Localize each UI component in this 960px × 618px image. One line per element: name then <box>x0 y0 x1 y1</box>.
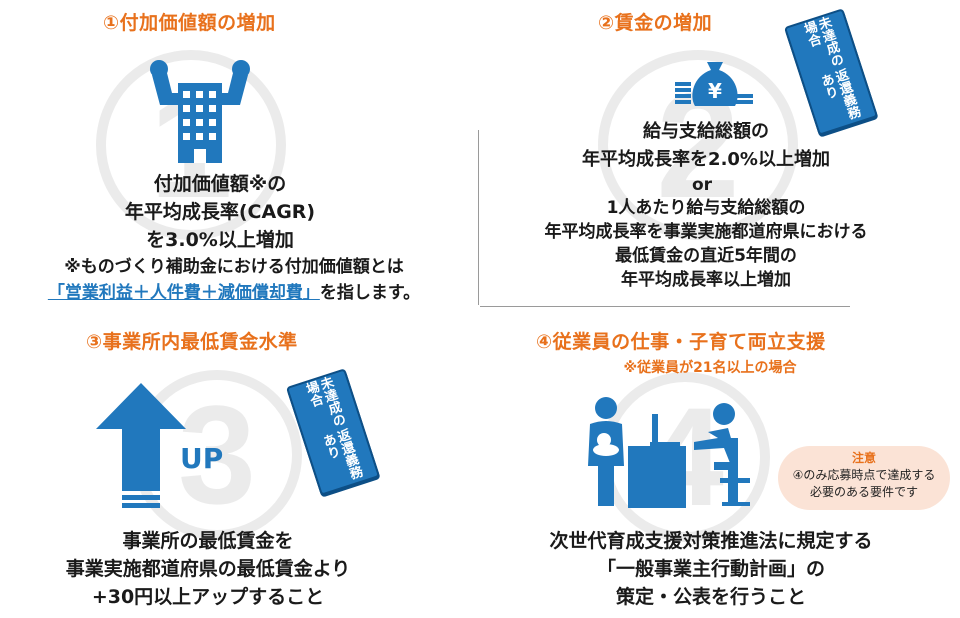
q2-heading: ②賃金の増加 <box>598 12 713 34</box>
q2-or: or <box>691 175 713 195</box>
q4-line-2: 「一般事業主行動計画」の <box>596 558 826 580</box>
horizontal-divider <box>480 306 850 307</box>
q3-line-2: 事業実施都道府県の最低賃金より <box>65 558 351 580</box>
q1-line-3: を3.0%以上増加 <box>146 229 294 251</box>
q1-main-text: 付加価値額※の 年平均成長率(CAGR) を3.0%以上増加 <box>125 170 315 254</box>
q2-line-a2: 年平均成長率を2.0%以上増加 <box>582 149 830 170</box>
q1-line-1: 付加価値額※の <box>153 173 287 195</box>
q2-line-b1: 1人あたり給与支給総額の <box>606 198 806 218</box>
q4-subheading: ※従業員が21名以上の場合 <box>623 360 797 376</box>
q3-line-1: 事業所の最低賃金を <box>122 530 294 552</box>
q1-note-line: ※ものづくり補助金における付加価値額とは <box>64 257 404 277</box>
caution-note: 注意 ④のみ応募時点で達成する 必要のある要件です <box>778 446 950 510</box>
q3-scroll-badge: 未達成の場合 返還義務あり <box>285 368 381 496</box>
up-label: UP <box>180 442 224 475</box>
svg-text:¥: ¥ <box>708 79 722 103</box>
parent-with-baby-icon <box>588 397 624 506</box>
q3-scroll-text-1: 未達成の場合 <box>301 375 347 430</box>
q4-line-1: 次世代育成支援対策推進法に規定する <box>549 530 873 552</box>
q1-line-2: 年平均成長率(CAGR) <box>124 201 316 223</box>
q1-heading: ①付加価値額の増加 <box>103 12 276 34</box>
q2-line-b2: 年平均成長率を事業実施都道府県における <box>544 222 868 242</box>
q3-heading: ③事業所内最低賃金水準 <box>86 331 298 353</box>
caution-note-line-2: 必要のある要件です <box>809 485 918 499</box>
worker-at-desk-icon <box>628 403 750 508</box>
q4-heading: ④従業員の仕事・子育て両立支援 <box>536 331 826 353</box>
q4-main-text: 次世代育成支援対策推進法に規定する 「一般事業主行動計画」の 策定・公表を行うこ… <box>549 527 872 611</box>
q1-note-definition: 「営業利益＋人件費＋減価償却費」を指します。 <box>48 280 420 306</box>
caution-note-title: 注意 <box>851 451 876 465</box>
q2-line-a1: 給与支給総額の <box>642 121 769 142</box>
q1-note-tail: を指します。 <box>319 283 421 303</box>
q2-main-text-a: 給与支給総額の 年平均成長率を2.0%以上増加 <box>582 118 830 174</box>
q3-main-text: 事業所の最低賃金を 事業実施都道府県の最低賃金より +30円以上アップすること <box>66 527 351 611</box>
q2-scroll-text-1: 未達成の場合 <box>799 15 845 70</box>
q3-line-3: +30円以上アップすること <box>91 586 325 608</box>
q2-main-text-b: 1人あたり給与支給総額の 年平均成長率を事業実施都道府県における 最低賃金の直近… <box>545 196 868 292</box>
q2-scroll-badge: 未達成の場合 返還義務あり <box>783 8 879 136</box>
q1-note-link: 「営業利益＋人件費＋減価償却費」 <box>47 283 320 303</box>
q2-line-b4: 年平均成長率以上増加 <box>621 270 791 290</box>
money-bag-yen-icon: ¥ <box>675 62 753 106</box>
building-flexing-icon <box>150 60 250 163</box>
q2-line-b3: 最低賃金の直近5年間の <box>615 246 797 266</box>
caution-note-line-1: ④のみ応募時点で達成する <box>792 468 936 482</box>
up-arrow-icon <box>96 383 186 508</box>
q3-scroll-text-2: 返還義務あり <box>318 427 364 482</box>
vertical-divider <box>478 130 479 305</box>
q4-line-3: 策定・公表を行うこと <box>615 586 807 608</box>
q1-note: ※ものづくり補助金における付加価値額とは 「営業利益＋人件費＋減価償却費」を指し… <box>48 254 420 306</box>
